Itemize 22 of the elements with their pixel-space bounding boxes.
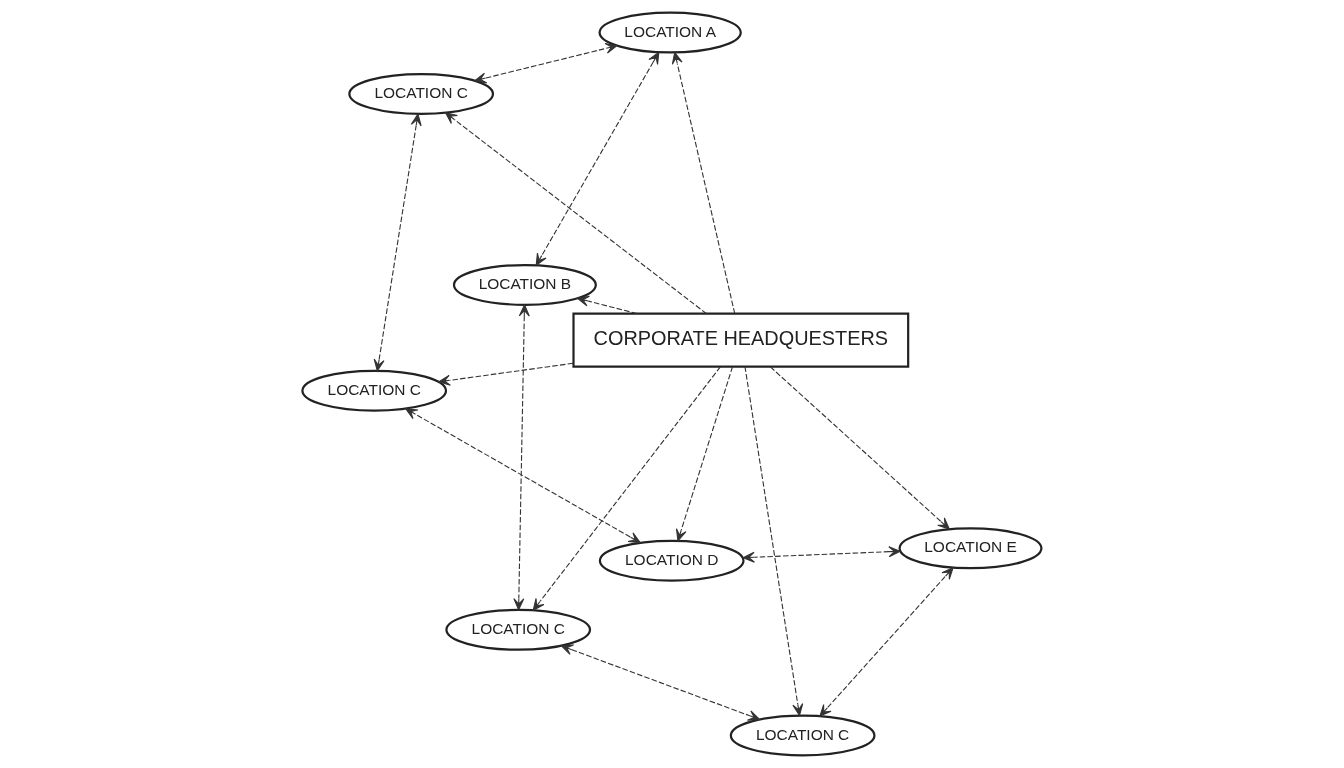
- arrow: [474, 42, 618, 84]
- arrow: [405, 408, 641, 544]
- arrow: [742, 546, 901, 563]
- arrow: [535, 51, 660, 266]
- arrow: [560, 644, 761, 721]
- node-ellipse: LOCATION E: [898, 527, 1043, 570]
- arrow: [438, 362, 574, 386]
- node-ellipse: LOCATION D: [598, 539, 745, 582]
- arrow: [819, 567, 954, 717]
- arrow: [671, 51, 736, 314]
- arrow: [373, 113, 422, 372]
- arrow: [576, 295, 638, 315]
- arrow: [744, 366, 804, 716]
- node-ellipse: LOCATION C: [729, 714, 876, 757]
- node-ellipse: LOCATION C: [445, 608, 592, 651]
- arrow: [532, 366, 721, 611]
- node-box: CORPORATE HEADQUESTERS: [572, 312, 910, 368]
- arrow: [513, 304, 530, 611]
- arrow: [675, 366, 734, 542]
- arrow: [769, 366, 950, 530]
- node-ellipse: LOCATION C: [301, 369, 448, 412]
- arrow: [445, 112, 707, 315]
